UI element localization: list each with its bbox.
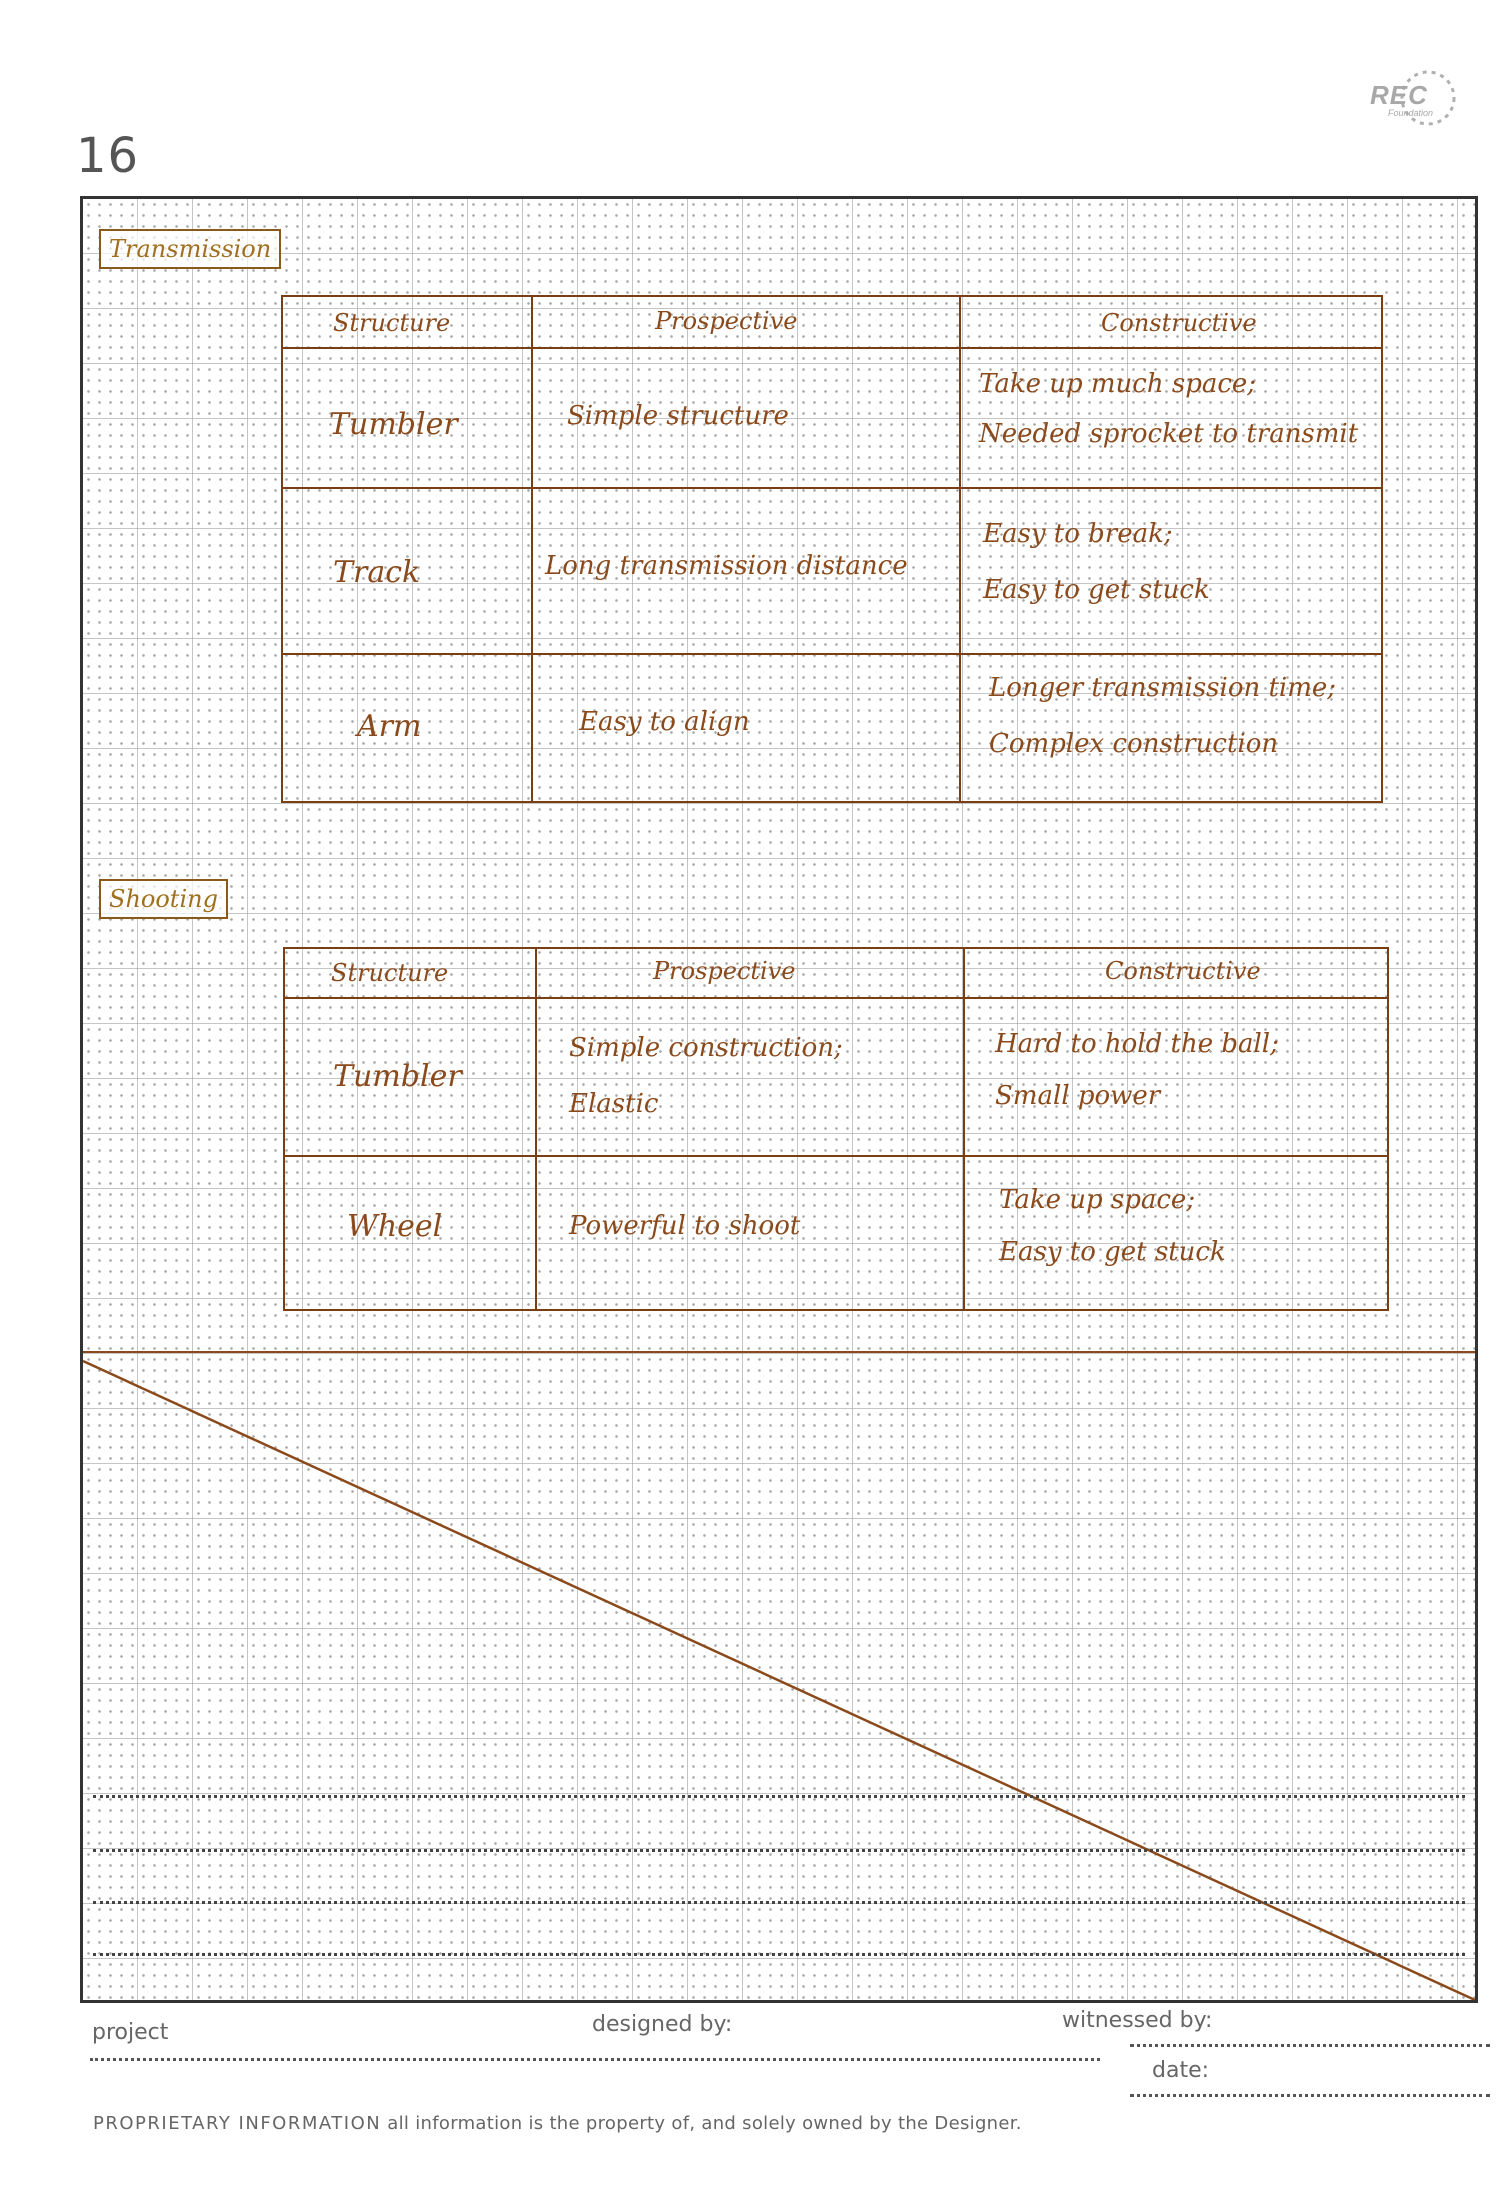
header-structure: Structure — [333, 309, 451, 337]
row-divider — [283, 487, 1381, 489]
logo-subtext: Foundation — [1388, 108, 1434, 118]
gear-icon — [1400, 70, 1456, 126]
cell-constructive-line: Complex construction — [989, 729, 1279, 759]
cell-structure: Tumbler — [329, 407, 458, 442]
cell-constructive-line: Small power — [995, 1081, 1161, 1111]
section-label-shooting: Shooting — [99, 879, 228, 919]
row-divider — [285, 1155, 1387, 1157]
header-constructive: Constructive — [1101, 309, 1257, 337]
proprietary-notice: PROPRIETARY INFORMATION all information … — [93, 2113, 1022, 2134]
grid-lines — [83, 199, 1475, 2000]
column-divider — [531, 297, 533, 801]
cell-prospective-line: Simple construction; — [569, 1033, 843, 1063]
row-divider — [283, 347, 1381, 349]
writing-line — [93, 1849, 1465, 1852]
proprietary-caps: PROPRIETARY INFORMATION — [93, 2113, 382, 2134]
cell-constructive-line: Hard to hold the ball; — [995, 1029, 1279, 1059]
section-separator — [83, 1351, 1475, 1353]
page-number: 16 — [76, 128, 140, 184]
designed-by-label: designed by: — [592, 2012, 733, 2037]
writing-line — [93, 1901, 1465, 1904]
logo-text: REC — [1370, 80, 1428, 110]
header-prospective: Prospective — [655, 307, 798, 335]
date-label: date: — [1152, 2058, 1210, 2083]
proprietary-text: all information is the property of, and … — [387, 2113, 1022, 2134]
cell-prospective: Simple structure — [567, 401, 789, 431]
shooting-table: Structure Prospective Constructive Tumbl… — [283, 947, 1389, 1311]
row-divider — [283, 653, 1381, 655]
column-divider — [963, 949, 965, 1309]
cell-constructive-line: Needed sprocket to transmit — [979, 419, 1359, 449]
cell-constructive-line: Take up space; — [999, 1185, 1196, 1215]
column-divider — [959, 297, 961, 801]
cell-constructive-line: Longer transmission time; — [989, 673, 1337, 703]
cell-prospective: Long transmission distance — [545, 551, 908, 581]
writing-line — [93, 1795, 1465, 1798]
project-label: project — [92, 2020, 169, 2045]
header-structure: Structure — [331, 959, 449, 987]
witnessed-by-label: witnessed by: — [1062, 2008, 1213, 2033]
notebook-grid: Transmission Structure Prospective Const… — [80, 196, 1478, 2003]
header-prospective: Prospective — [653, 957, 796, 985]
cell-structure: Track — [333, 555, 421, 590]
cell-structure: Tumbler — [333, 1059, 462, 1094]
cell-constructive-line: Take up much space; — [979, 369, 1257, 399]
rec-foundation-logo: REC Foundation — [1370, 60, 1462, 130]
cell-structure: Wheel — [347, 1209, 443, 1244]
project-signature-line[interactable] — [90, 2058, 1100, 2061]
date-line[interactable] — [1130, 2094, 1490, 2097]
cell-prospective-line: Elastic — [569, 1089, 659, 1119]
section-label-transmission: Transmission — [99, 229, 282, 269]
cell-prospective: Powerful to shoot — [569, 1211, 801, 1241]
header-constructive: Constructive — [1105, 957, 1261, 985]
column-divider — [535, 949, 537, 1309]
witness-signature-line[interactable] — [1130, 2044, 1490, 2047]
cell-constructive-line: Easy to get stuck — [983, 575, 1210, 605]
row-divider — [285, 997, 1387, 999]
cell-constructive-line: Easy to break; — [983, 519, 1173, 549]
transmission-table: Structure Prospective Constructive Tumbl… — [281, 295, 1383, 803]
cell-prospective: Easy to align — [579, 707, 750, 737]
writing-line — [93, 1953, 1465, 1956]
void-strike-line — [83, 1359, 1475, 2000]
cell-constructive-line: Easy to get stuck — [999, 1237, 1226, 1267]
cell-structure: Arm — [357, 709, 422, 744]
